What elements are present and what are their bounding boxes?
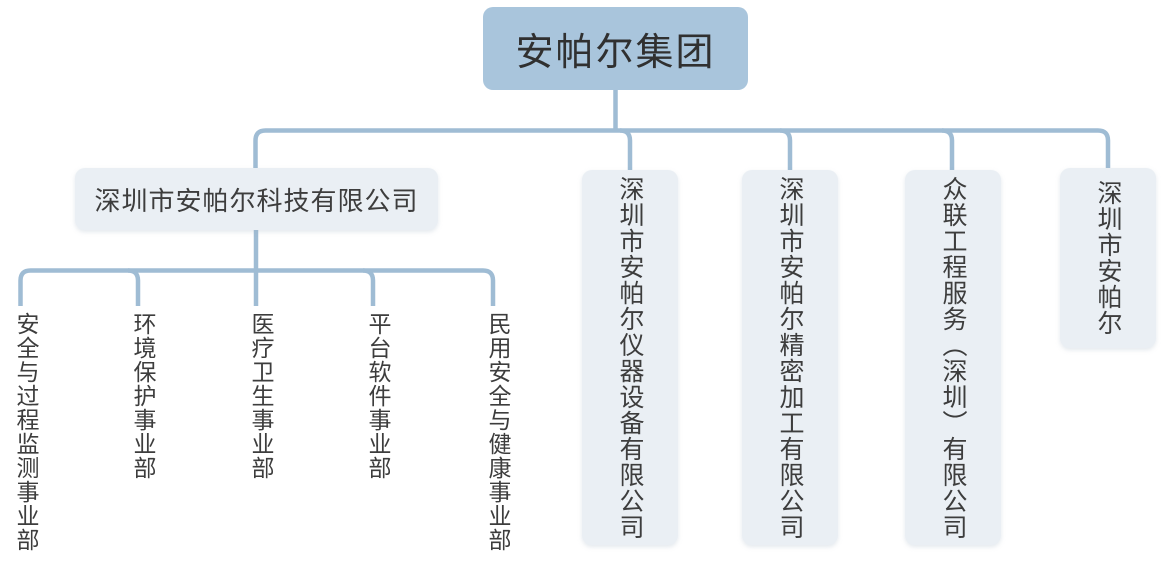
connector-level1-rail [253,128,1111,168]
dept-medical-health: 医疗卫生事业部 [248,312,274,480]
org-node-anpaer-company: 深圳市安帕尔 [1060,168,1156,348]
org-node-label: 深圳市安帕尔仪器设备有限公司 [616,175,644,540]
org-node-jingmi-jiagong-company: 深圳市安帕尔精密加工有限公司 [742,170,838,545]
connector-drop-dept2 [127,268,141,306]
org-node-keji-company: 深圳市安帕尔科技有限公司 [75,168,438,230]
org-node-label: 深圳市安帕尔精密加工有限公司 [776,175,804,540]
org-node-yiqi-shebei-company: 深圳市安帕尔仪器设备有限公司 [582,170,678,545]
dept-environmental-protection: 环境保护事业部 [130,312,156,480]
org-node-label: 众联工程服务（深圳）有限公司 [939,175,967,540]
org-root-label: 安帕尔集团 [515,32,716,74]
dept-civil-safety-health: 民用安全与健康事业部 [485,312,511,552]
dept-safety-process-monitoring: 安全与过程监测事业部 [13,312,39,552]
dept-platform-software: 平台软件事业部 [365,312,391,480]
org-node-zhonglian-gongcheng-company: 众联工程服务（深圳）有限公司 [905,170,1001,545]
connector-drop-child2 [619,128,633,171]
connector-level2-rail [18,268,496,306]
org-node-label: 深圳市安帕尔科技有限公司 [94,185,419,216]
connector-drop-child4 [941,128,955,171]
org-root-node: 安帕尔集团 [483,7,748,90]
org-node-label: 深圳市安帕尔 [1094,180,1122,336]
connector-drop-child3 [779,128,793,171]
connector-drop-dept4 [362,268,376,306]
